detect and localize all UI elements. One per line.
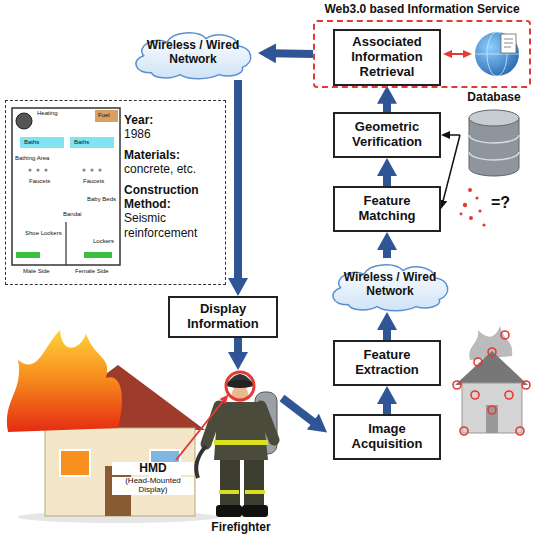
plan-label: Baths [23,139,40,146]
process-box: Associated Information Retrieval [333,29,441,86]
plan-label: Fuel [97,112,111,119]
plan-label: Baby Beds [86,196,117,203]
service-region: Web3.0 based Information ServiceAssociat… [313,20,531,88]
globe-icon [475,32,519,76]
plan-label: Bathing Area [14,155,50,162]
plan-label: Male Side [22,268,51,275]
flow-arrow [383,326,391,340]
capture-arrow [282,398,316,424]
data-arrow [448,134,460,136]
flow-arrow [383,246,391,258]
node-label: Associated Information Retrieval [341,35,433,80]
data-arrow [443,135,460,202]
plan-label: Baths [73,139,90,146]
display-arrow [234,336,242,356]
flow-arrow [383,400,391,414]
field-name: Year: [124,113,222,127]
plan-label: Faucets [28,178,51,185]
flow-arrow [383,100,391,112]
firefighter-figure [196,372,277,517]
node-label: Image Acquisition [341,422,433,452]
feature-house [453,326,530,435]
process-box: Display Information [168,296,278,338]
node-label: Display Information [176,302,270,332]
field-name: Construction Method: [124,183,222,212]
node-label: Wireless / Wired Network [142,39,244,67]
flow-arrow [234,80,242,282]
plan-label: Female Side [74,268,110,275]
node-label: Geometric Verification [341,120,433,150]
node-label: Database [460,90,528,104]
plan-label: Shoe Lockers [24,230,63,237]
plan-label: Faucets [82,178,105,185]
burning-house [7,330,218,523]
annotation-label: HMD [112,462,194,475]
cylinder-shape [464,108,524,178]
plan-label: Lockers [92,238,115,245]
data-dots [460,188,486,227]
plan-label: Bandai [62,211,83,218]
annotation-label: Firefighter [200,521,282,534]
pointer-arrow [176,400,224,460]
process-box: Geometric Verification [333,112,441,158]
field-value: concrete, etc. [124,162,222,176]
flow-arrow [272,49,313,58]
link-arrow [450,53,465,55]
field-value: Seismic reinforcement [124,211,222,240]
floor-plan [12,108,120,265]
flow-arrow [383,172,391,186]
process-box: Image Acquisition [333,414,441,460]
node-label: Wireless / Wired Network [339,271,441,299]
process-box: Feature Extraction [333,340,441,386]
process-box: Feature Matching [333,186,441,232]
node-label: Feature Extraction [341,348,433,378]
annotation-label: =? [490,194,511,212]
field-value: 1986 [124,127,222,141]
network-cloud: Wireless / Wired Network [325,258,455,312]
annotation-label: (Head-Mounted Display) [112,477,194,495]
network-cloud: Wireless / Wired Network [128,26,258,80]
database-cylinder: Database [460,90,528,180]
plan-label: Heating [36,110,59,117]
field-name: Materials: [124,148,222,162]
info-panel: Year:1986Materials:concrete, etc. Constru… [5,100,226,285]
region-heading: Web3.0 based Information Service [305,2,536,16]
node-label: Feature Matching [341,194,433,224]
info-column: Year:1986Materials:concrete, etc. Constru… [124,113,222,246]
